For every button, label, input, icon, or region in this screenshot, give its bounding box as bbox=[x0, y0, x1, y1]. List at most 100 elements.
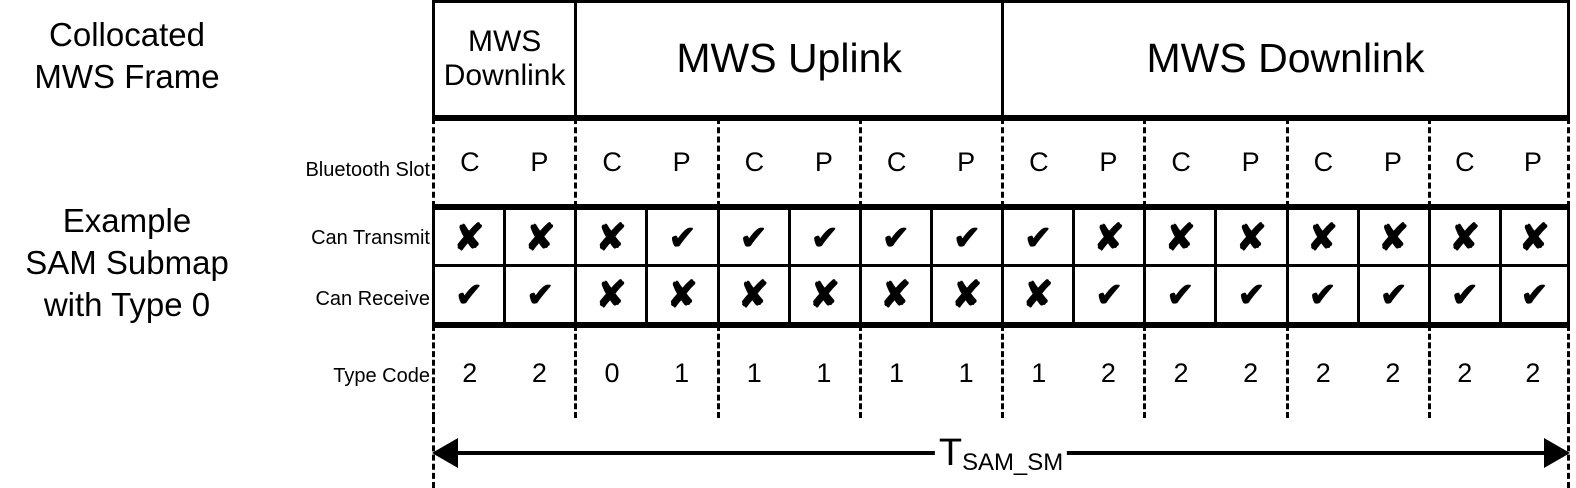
type-code-cell: 2 bbox=[1385, 357, 1401, 388]
can-receive-cell: ✔ bbox=[432, 267, 504, 325]
type-code-cell: 1 bbox=[958, 357, 974, 388]
row-label-can-receive: Can Receive bbox=[315, 288, 430, 310]
type-code-cell: 1 bbox=[816, 357, 832, 388]
type-code-cell: 1 bbox=[1031, 357, 1047, 388]
can-receive-cell: ✘ bbox=[858, 267, 930, 325]
bluetooth-slot-cell: P bbox=[672, 147, 691, 177]
can-receive-row: ✔✔✘✘✘✘✘✘✘✔✔✔✔✔✔✔ bbox=[432, 267, 1570, 325]
can-receive-cell: ✔ bbox=[1285, 267, 1357, 325]
bluetooth-slot-cell: C bbox=[1313, 147, 1334, 177]
can-transmit-cell: ✔ bbox=[645, 207, 717, 267]
can-transmit-cell: ✔ bbox=[787, 207, 859, 267]
can-transmit-row: ✘✘✘✔✔✔✔✔✔✘✘✘✘✘✘✘ bbox=[432, 207, 1570, 267]
can-receive-cell: ✔ bbox=[1143, 267, 1215, 325]
bluetooth-slot-cell: C bbox=[744, 147, 765, 177]
can-transmit-cell: ✘ bbox=[574, 207, 646, 267]
can-transmit-cell: ✘ bbox=[1143, 207, 1215, 267]
row-label-bluetooth-slot: Bluetooth Slot bbox=[305, 159, 430, 181]
can-receive-cell: ✔ bbox=[1214, 267, 1286, 325]
bluetooth-slot-cell: C bbox=[1171, 147, 1191, 177]
can-transmit-cell: ✘ bbox=[1285, 207, 1357, 267]
type-code-cell: 1 bbox=[674, 357, 690, 388]
bluetooth-slot-cell: P bbox=[957, 147, 976, 177]
can-receive-cell: ✘ bbox=[716, 267, 788, 325]
bluetooth-slot-cell: P bbox=[1241, 147, 1260, 177]
type-code-cell: 2 bbox=[1525, 357, 1541, 388]
can-transmit-cell: ✘ bbox=[1072, 207, 1144, 267]
can-receive-cell: ✔ bbox=[1356, 267, 1428, 325]
can-receive-cell: ✔ bbox=[1498, 267, 1570, 325]
type-code-cell: 0 bbox=[604, 357, 620, 388]
bluetooth-slot-cell: P bbox=[1383, 147, 1402, 177]
type-code-cell: 2 bbox=[1243, 357, 1259, 388]
duration-symbol: T bbox=[938, 432, 963, 474]
bluetooth-slot-cell: P bbox=[530, 147, 549, 177]
mws-frame-segment: MWS Downlink bbox=[432, 0, 575, 118]
bluetooth-slot-cell: P bbox=[814, 147, 833, 177]
can-transmit-cell: ✘ bbox=[503, 207, 575, 267]
type-code-cell: 2 bbox=[1457, 357, 1473, 388]
example-sam-submap-caption: Example SAM Submap with Type 0 bbox=[25, 202, 229, 323]
can-transmit-cell: ✘ bbox=[1214, 207, 1286, 267]
can-transmit-cell: ✘ bbox=[1498, 207, 1570, 267]
duration-label: TSAM_SM bbox=[934, 432, 1068, 475]
row-label-can-transmit: Can Transmit bbox=[311, 227, 430, 249]
can-transmit-cell: ✔ bbox=[858, 207, 930, 267]
bluetooth-slot-cell: C bbox=[460, 147, 480, 177]
can-receive-cell: ✔ bbox=[1072, 267, 1144, 325]
type-code-cell: 2 bbox=[462, 357, 478, 388]
type-code-cell: 1 bbox=[746, 357, 762, 388]
bluetooth-slot-cell: C bbox=[886, 147, 907, 177]
type-code-cell: 2 bbox=[1100, 357, 1116, 388]
sam-submap-duration-indicator: TSAM_SM bbox=[432, 418, 1570, 488]
collocated-mws-frame-caption: Collocated MWS Frame bbox=[34, 16, 220, 95]
can-transmit-cell: ✔ bbox=[929, 207, 1001, 267]
can-transmit-cell: ✘ bbox=[1356, 207, 1428, 267]
bluetooth-slot-cell: C bbox=[1455, 147, 1475, 177]
type-code-cell: 2 bbox=[531, 357, 547, 388]
arrow-head-right-icon bbox=[1544, 438, 1570, 468]
mws-frame-segment: MWS Uplink bbox=[574, 0, 1001, 118]
mws-frame-segment: MWS Downlink bbox=[1001, 0, 1570, 118]
can-transmit-cell: ✔ bbox=[1001, 207, 1073, 267]
can-transmit-cell: ✘ bbox=[432, 207, 504, 267]
bluetooth-slot-cell: P bbox=[1523, 147, 1542, 177]
type-code-cell: 1 bbox=[889, 357, 905, 388]
can-transmit-cell: ✔ bbox=[716, 207, 788, 267]
can-receive-cell: ✘ bbox=[574, 267, 646, 325]
can-receive-cell: ✘ bbox=[787, 267, 859, 325]
duration-subscript: SAM_SM bbox=[962, 449, 1064, 477]
type-code-cell: 2 bbox=[1173, 357, 1189, 388]
can-receive-cell: ✔ bbox=[1427, 267, 1499, 325]
type-code-cell: 2 bbox=[1315, 357, 1331, 388]
can-receive-cell: ✘ bbox=[929, 267, 1001, 325]
bluetooth-slot-cell: C bbox=[1029, 147, 1049, 177]
bluetooth-slot-cell: P bbox=[1099, 147, 1118, 177]
arrow-head-left-icon bbox=[432, 438, 458, 468]
can-receive-cell: ✘ bbox=[1001, 267, 1073, 325]
can-receive-cell: ✘ bbox=[645, 267, 717, 325]
can-transmit-cell: ✘ bbox=[1427, 207, 1499, 267]
bluetooth-slot-cell: C bbox=[602, 147, 622, 177]
can-receive-cell: ✔ bbox=[503, 267, 575, 325]
row-label-type-code: Type Code bbox=[333, 365, 430, 387]
